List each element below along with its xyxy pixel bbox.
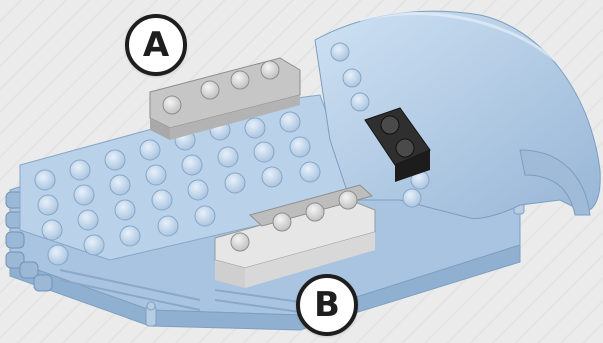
cab-hood	[314, 10, 601, 219]
part-b-gray-white-plate	[214, 184, 376, 288]
callout-a-label: A	[125, 14, 187, 76]
top-plate-studs	[34, 111, 321, 266]
black-brick	[364, 107, 431, 182]
callout-b-label: B	[296, 274, 358, 336]
part-a-gray-plate	[149, 57, 301, 140]
